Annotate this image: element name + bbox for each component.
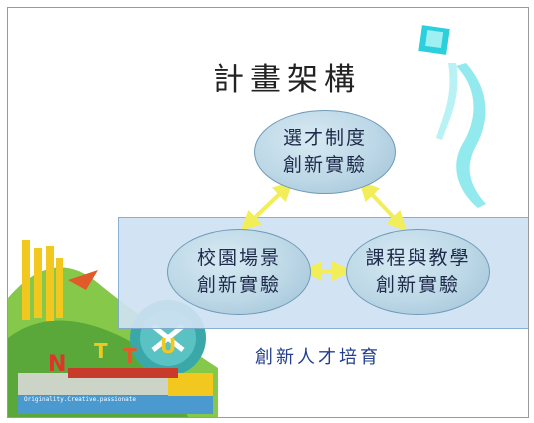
node-curriculum-teaching: 課程與教學 創新實驗 (346, 229, 490, 315)
node-right-line2: 創新實驗 (375, 274, 460, 296)
logo-letter-t1: T (94, 339, 108, 363)
arrow-top-right (359, 180, 407, 232)
slide: N T T U Originality.Creative.passionate … (7, 7, 529, 418)
node-top-line1: 選才制度 (282, 127, 367, 149)
arrows (240, 180, 407, 281)
kite-decoration (418, 25, 486, 208)
logo-letter-t2: T (123, 344, 137, 368)
node-left-line2: 創新實驗 (196, 274, 281, 296)
node-campus-scene: 校園場景 創新實驗 (167, 229, 311, 315)
node-left-line1: 校園場景 (196, 247, 281, 269)
slide-title: 計畫架構 (213, 62, 361, 98)
band-label: 創新人才培育 (255, 347, 381, 368)
logo-letter-n: N (48, 352, 66, 377)
node-right-line1: 課程與教學 (365, 247, 471, 269)
node-top-line2: 創新實驗 (282, 154, 367, 176)
node-selection-system: 選才制度 創新實驗 (254, 110, 396, 194)
logo-letter-u: U (160, 334, 176, 358)
arrow-top-left (240, 181, 294, 231)
logo-tagline: Originality.Creative.passionate (24, 396, 136, 403)
